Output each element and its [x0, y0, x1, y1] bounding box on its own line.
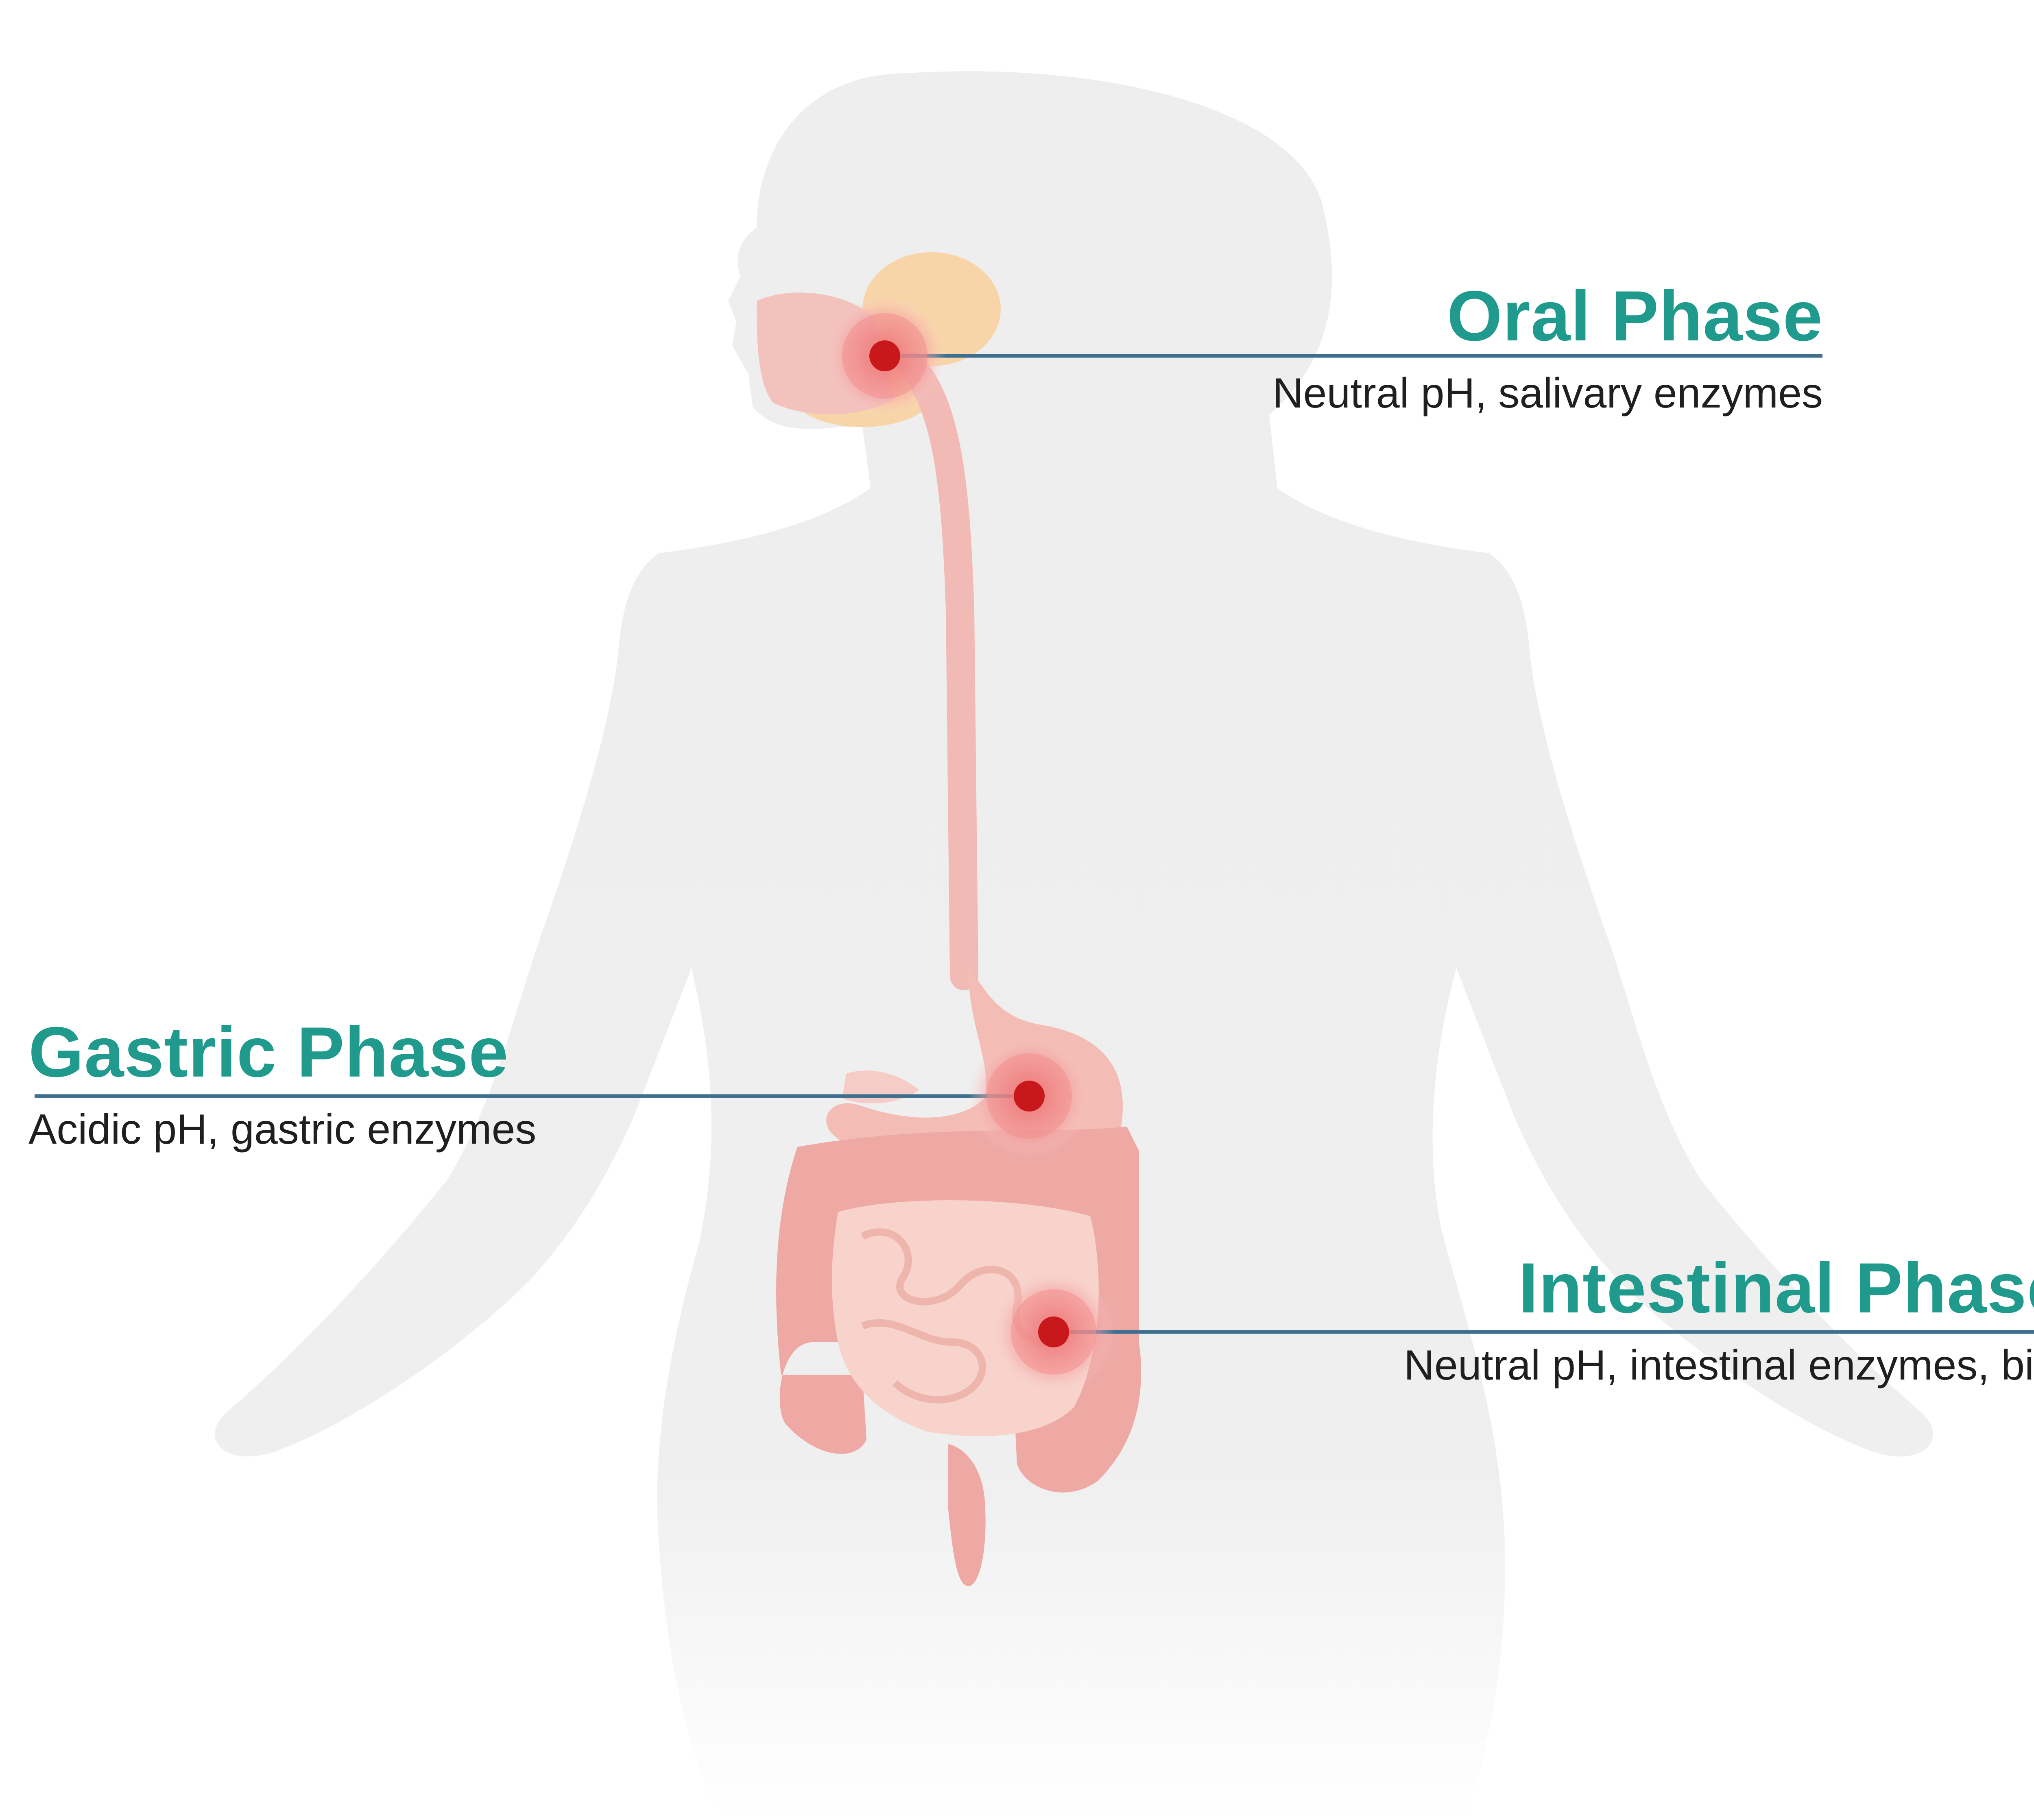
oral-phase-description: Neutral pH, salivary enzymes: [1273, 372, 1823, 414]
intestinal-phase-callout: Intestinal Phase Neutral pH, intestinal …: [1404, 1253, 2034, 1386]
gastric-phase-callout: Gastric Phase Acidic pH, gastric enzymes: [28, 1017, 536, 1151]
oral-phase-callout: Oral Phase Neutral pH, salivary enzymes: [1273, 281, 1823, 414]
oral-marker: [824, 295, 946, 417]
gastric-phase-description: Acidic pH, gastric enzymes: [28, 1108, 536, 1151]
intestinal-phase-description: Neutral pH, intestinal enzymes, bile: [1404, 1344, 2034, 1386]
intestinal-phase-title: Intestinal Phase: [1404, 1253, 2034, 1324]
intestinal-marker: [993, 1271, 1115, 1393]
oral-phase-title: Oral Phase: [1273, 281, 1823, 352]
gastric-phase-title: Gastric Phase: [28, 1017, 536, 1088]
gastric-marker: [968, 1035, 1090, 1157]
